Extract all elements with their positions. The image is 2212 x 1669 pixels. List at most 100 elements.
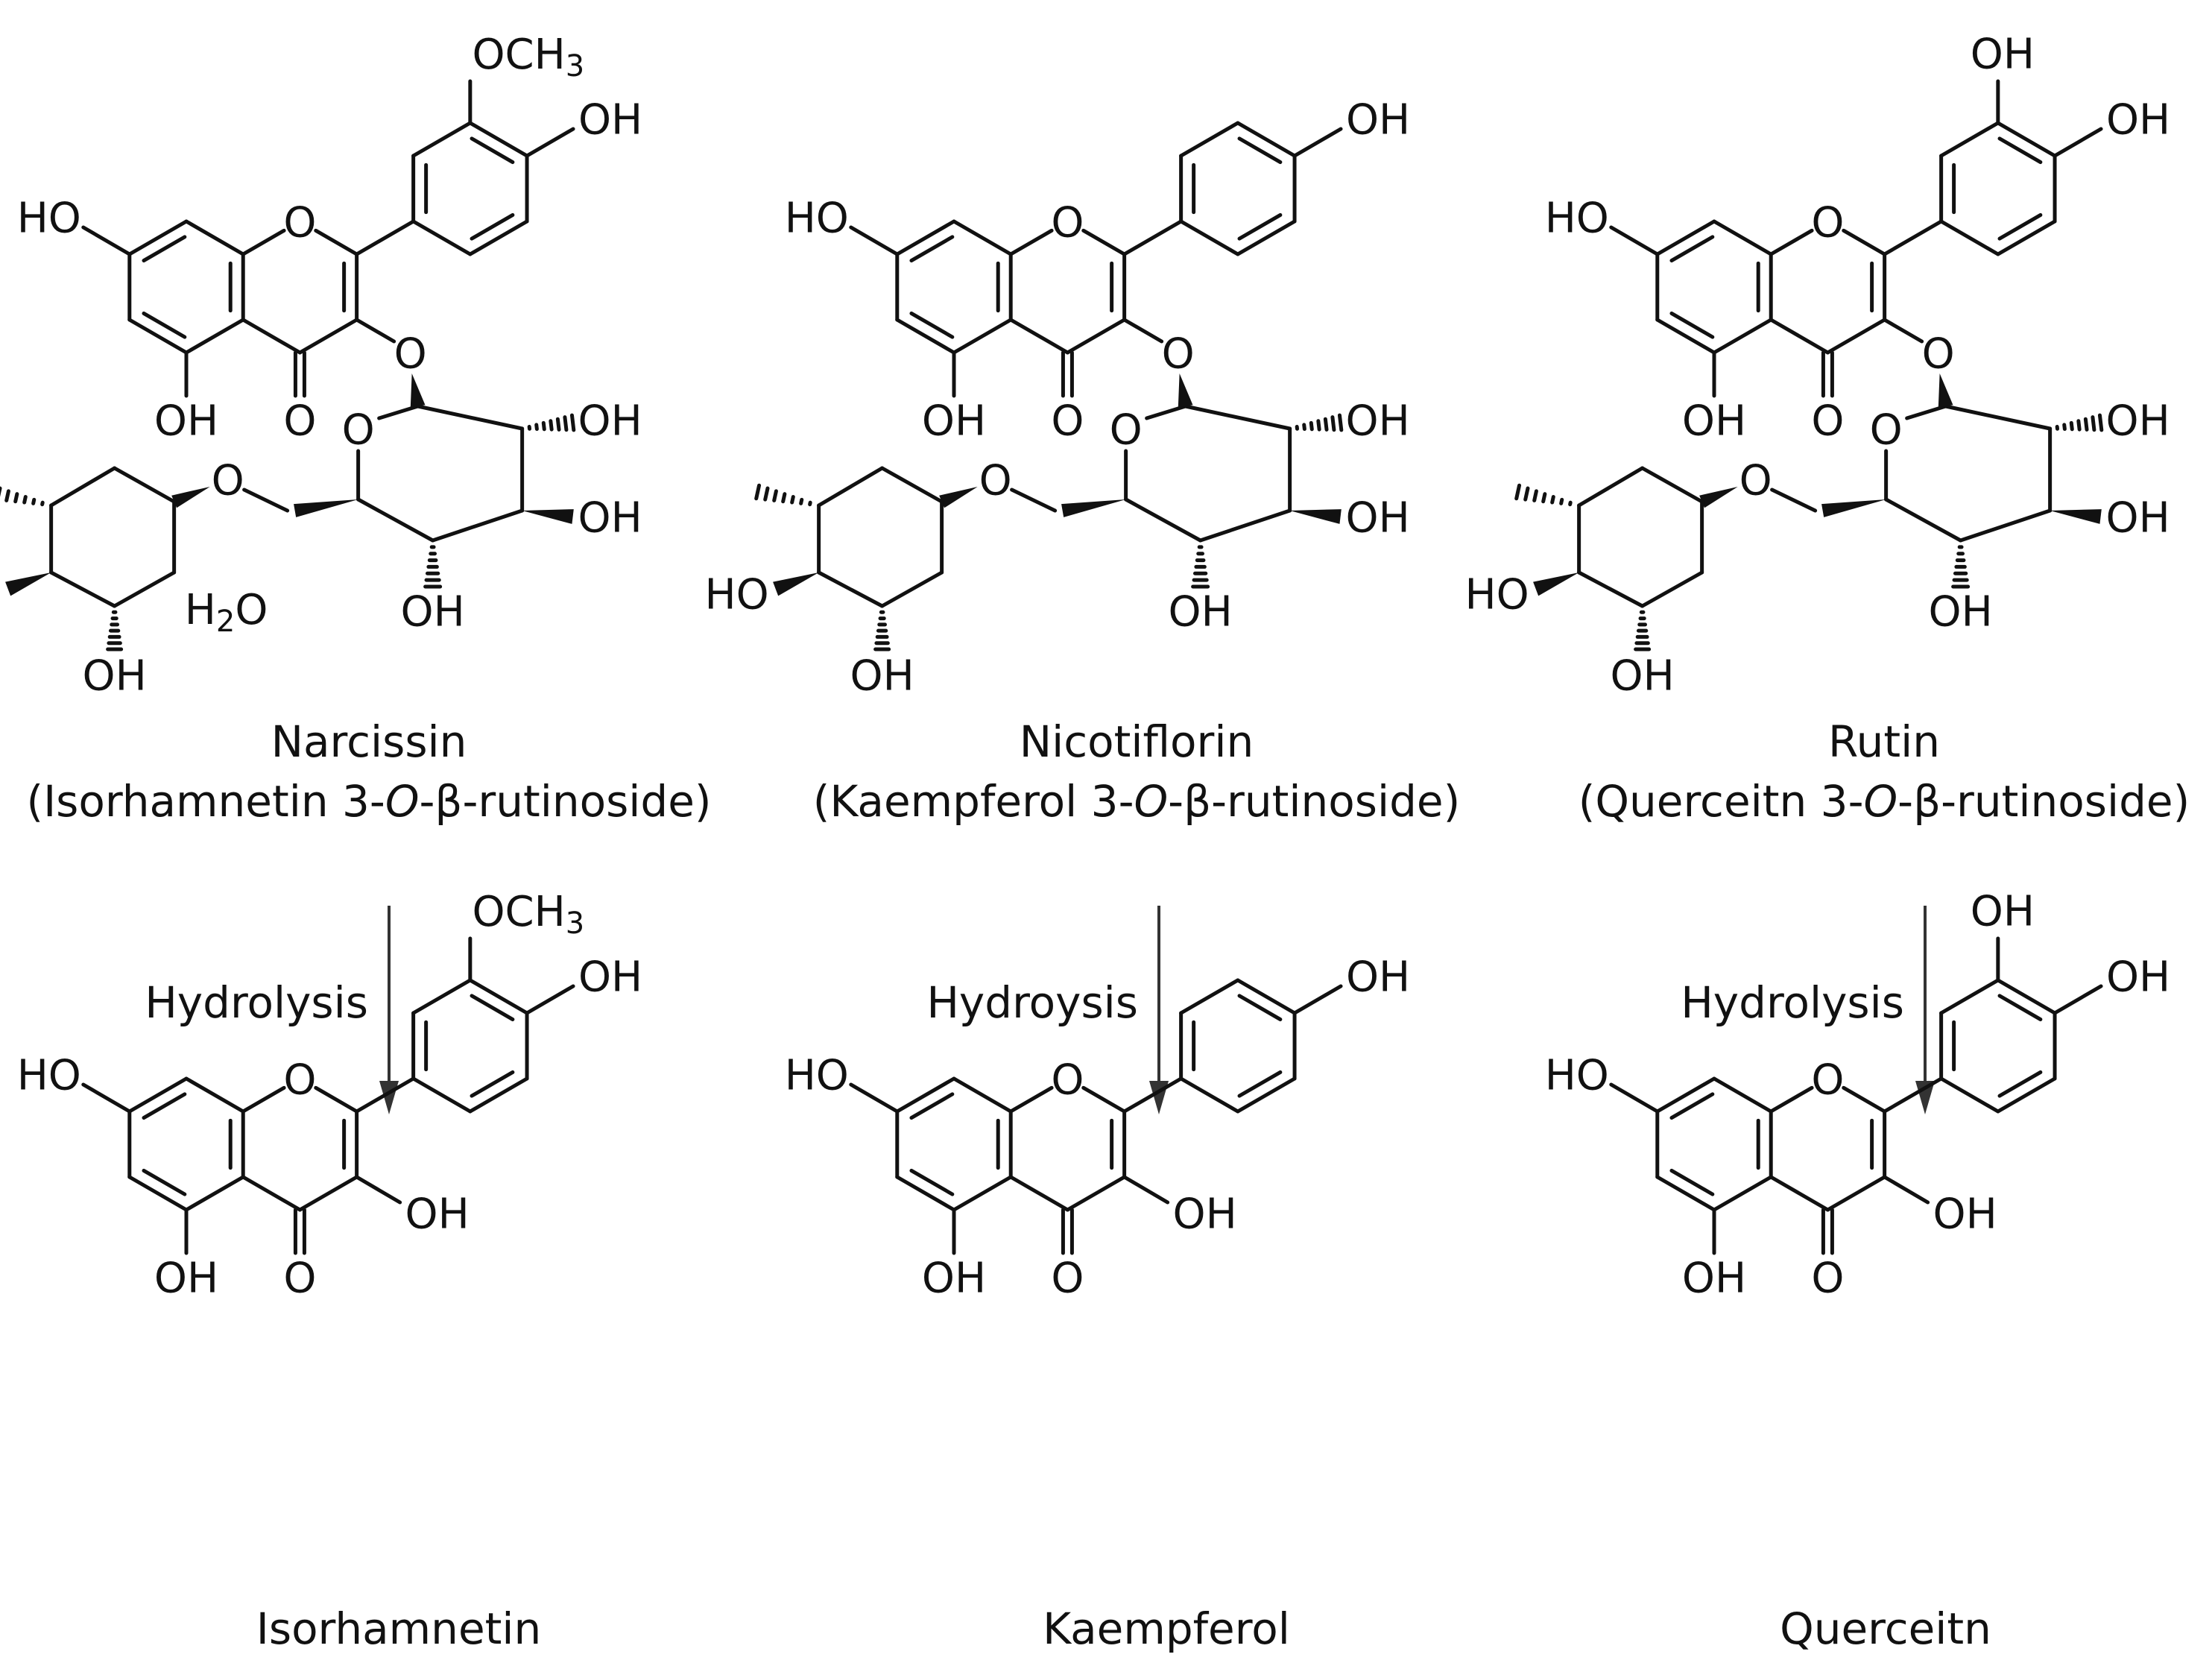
ring-b-bond xyxy=(1939,1076,2000,1114)
hash xyxy=(1323,417,1329,432)
glucose-2-oh: OH xyxy=(1346,397,1410,446)
bond xyxy=(1008,228,1054,256)
ring-a-bond xyxy=(184,318,245,355)
glycosidic-oxygen: O xyxy=(394,330,427,379)
hydroxyl-4prime: OH xyxy=(578,953,642,1002)
hash xyxy=(1532,489,1538,502)
rhamnose-bond xyxy=(880,466,944,504)
rhamnose-bond xyxy=(1577,466,1645,508)
ring-oxygen: O xyxy=(283,199,316,247)
bond xyxy=(1769,1085,1814,1114)
hashed-bond xyxy=(1514,483,1573,507)
wedge-bond xyxy=(773,572,819,596)
hash xyxy=(790,495,795,505)
hash xyxy=(1316,419,1321,432)
double-bond xyxy=(142,311,187,339)
hydroxyl-5: OH xyxy=(154,397,218,446)
glucose-ring-oxygen: O xyxy=(1110,406,1143,455)
ring-b-bond xyxy=(1996,121,2057,158)
hashed-bond xyxy=(1191,545,1210,589)
hydroxyl-3: OH xyxy=(1173,1190,1237,1239)
wedge-bond xyxy=(2050,509,2102,524)
ring-a-bond xyxy=(127,1175,189,1212)
hydroxyl-bond xyxy=(1883,1175,1930,1205)
b-ring-link xyxy=(355,1076,416,1114)
ring-c: OO xyxy=(1769,1056,1887,1303)
ring-a xyxy=(1655,219,1773,355)
aglycone-name: Isorhamnetin xyxy=(256,1603,542,1654)
hash xyxy=(40,500,45,507)
wedge-bond xyxy=(939,487,978,508)
hash xyxy=(563,415,569,432)
double-bond xyxy=(1237,212,1283,241)
bond xyxy=(1769,318,1830,355)
carbonyl-oxygen: O xyxy=(283,397,316,446)
wedge-bond xyxy=(522,509,574,524)
hashed-bond xyxy=(1295,413,1344,432)
column-1: OOHOOHOOHOCH3OOHOHOHOHOOHH2ONarcissin(Is… xyxy=(0,31,712,1654)
bond xyxy=(1124,497,1203,543)
ring-a-bond xyxy=(184,219,245,256)
hash xyxy=(799,497,804,505)
hashed-bond xyxy=(423,545,443,589)
hash xyxy=(555,417,561,432)
hydroxyl-7: HO xyxy=(17,1052,81,1100)
hash xyxy=(1330,415,1336,432)
hash xyxy=(1309,420,1314,432)
b-ring-link xyxy=(1883,1076,1944,1114)
bond xyxy=(1198,508,1292,543)
hydroxyl-bond xyxy=(1292,984,1343,1015)
ring-a xyxy=(127,1076,245,1212)
rhamnose-bond xyxy=(817,570,885,608)
ring-b-bond xyxy=(1179,219,1240,256)
ring-b xyxy=(1179,121,1297,256)
bond xyxy=(241,228,286,256)
rhamnose-oh-bottom: OH xyxy=(83,652,147,701)
hash xyxy=(2097,413,2104,432)
bond xyxy=(356,497,435,543)
double-bond xyxy=(1669,1168,1715,1196)
glycoside-description: (Isorhamnetin 3-O-β-rutinoside) xyxy=(26,776,711,827)
hash xyxy=(1568,500,1573,507)
ring-b-bond xyxy=(468,1076,529,1114)
hash xyxy=(1302,423,1306,432)
rutinoside: OOHOHOHOHOOHH2O xyxy=(0,373,642,701)
double-bond xyxy=(909,235,955,263)
ring-a-bond xyxy=(1712,318,1773,355)
rhamnose-bond xyxy=(49,466,117,508)
ring-oxygen: O xyxy=(1051,199,1084,247)
rhamnose-oh-left: HO xyxy=(1465,571,1529,619)
hydroxyl-bond xyxy=(81,225,132,256)
ring-b-bond xyxy=(1236,1076,1297,1114)
bond xyxy=(1145,404,1188,420)
hash xyxy=(763,486,770,502)
bond xyxy=(1770,488,1818,513)
wedge-bond xyxy=(1699,487,1738,508)
ring-b xyxy=(1939,121,2057,256)
anomeric-wedge xyxy=(1938,373,1953,408)
hydroxyl-7: HO xyxy=(17,195,81,243)
bond xyxy=(1884,497,1963,543)
hydroxyl-5: OH xyxy=(922,1255,986,1303)
hydroxyl-4prime: OH xyxy=(2106,96,2170,145)
hash xyxy=(541,420,546,432)
ring-a-bond xyxy=(895,1175,956,1212)
ring-b-bond xyxy=(1996,1076,2057,1114)
double-bond xyxy=(1669,311,1715,339)
hydroxyl-bond xyxy=(1292,127,1343,158)
rhamnose-bond xyxy=(817,466,885,508)
hydroxyl-bond xyxy=(849,225,900,256)
hashed-bond xyxy=(0,486,45,507)
ring-a-bond xyxy=(1712,1175,1773,1212)
hydrolysis-arrow xyxy=(379,906,399,1114)
ring-b-bond xyxy=(411,219,473,256)
methoxy-label: OCH3 xyxy=(472,888,584,941)
bond xyxy=(1065,1175,1127,1212)
hydroxyl-7: HO xyxy=(1545,1052,1609,1100)
double-bond xyxy=(470,994,515,1022)
double-bond xyxy=(909,1092,955,1120)
